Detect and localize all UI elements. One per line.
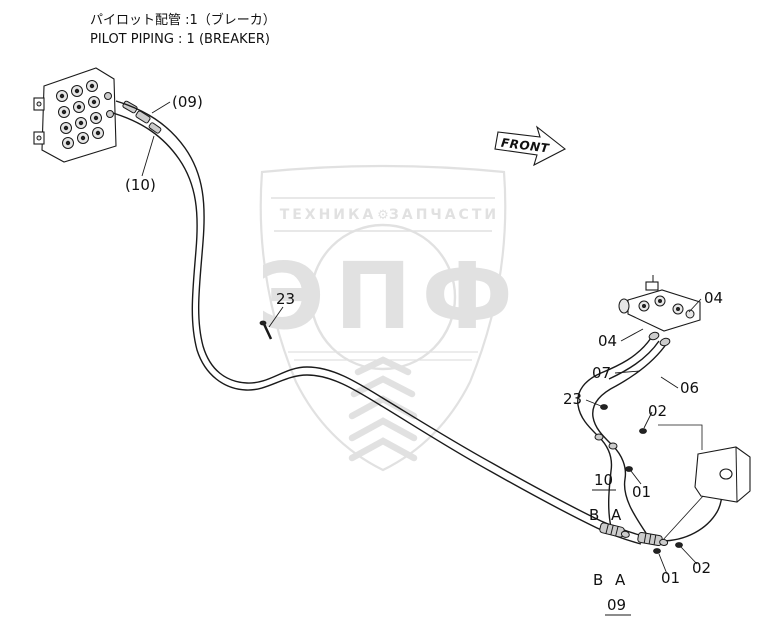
pilot-hose-1 [115,100,647,538]
pilot-valve-block [33,67,117,163]
callout-04-mid: 04 [598,332,617,350]
breaker-valve-assembly [618,275,701,347]
pilot-hose-2 [112,112,642,545]
bolt-02-lower [675,542,683,548]
wheat-emblem-icon [348,356,418,462]
reference-step-line [658,424,703,450]
callout-10: (10) [125,176,156,194]
watermark-word-right: ЗАПЧАСТИ [389,207,499,223]
callout-04-top: 04 [704,289,723,307]
leader-lines [141,101,702,575]
title-japanese: パイロット配管 :1（ブレーカ） [90,12,276,28]
bolt-02-upper [639,428,647,434]
breaker-hose-1 [577,337,652,528]
callout-09: (09) [172,93,203,111]
port-label-a-lower: A [615,571,626,589]
title-english: PILOT PIPING : 1 (BREAKER) [90,32,270,47]
callout-01-upper: 01 [632,483,651,501]
callout-02-lower: 02 [692,559,711,577]
watermark-word-left: ТЕХНИКА [280,207,377,223]
callout-09-ref: 09 [607,596,626,614]
port-label-b-lower: B [593,571,603,589]
breaker-hose-2 [592,342,668,534]
port-label-a-upper: A [611,506,622,524]
breaker-hose-3 [608,340,660,380]
callout-23-right: 23 [563,390,582,408]
watermark-logo-text: ЭПФ [257,243,523,350]
mounting-bracket [694,446,751,503]
watermark-shield: ТЕХНИКА ⚙ ЗАПЧАСТИ ЭПФ [257,164,523,472]
callout-23-left: 23 [276,290,295,308]
valve-ports [56,80,104,149]
bolt-01-lower [653,548,661,554]
elbow-fitting-1 [594,433,604,441]
reference-line-bracket [661,494,705,542]
front-direction-arrow: FRONT [494,125,567,167]
callout-labels: (09) (10) 23 04 04 07 06 23 02 10 01 B A… [125,93,723,616]
bolt-23-right [600,404,608,410]
callout-01-lower: 01 [661,569,680,587]
bolt-01-upper [625,466,633,472]
callout-10-ref: 10 [594,471,613,489]
port-label-b-upper: B [589,506,599,524]
gear-icon: ⚙ [377,208,389,223]
callout-07: 07 [592,364,611,382]
front-arrow-label: FRONT [500,136,550,156]
elbow-fitting-2 [608,442,618,450]
coupler-b-a-upper [599,522,630,538]
bolt-23-left [259,320,273,340]
coupler-b-a-lower [637,531,669,547]
callout-02-upper: 02 [648,402,667,420]
callout-06: 06 [680,379,699,397]
